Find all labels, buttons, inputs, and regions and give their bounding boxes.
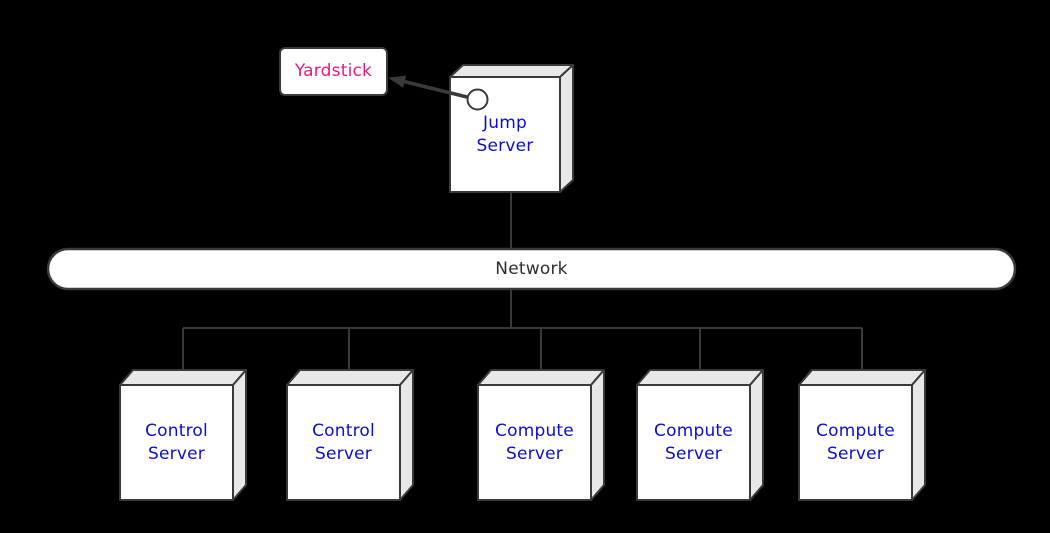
- jump-server-port-circle: [466, 88, 489, 111]
- arrowhead-yardstick: [388, 75, 407, 88]
- compute-server-1-top-face: [477, 369, 605, 386]
- compute-server-3-front-face: [798, 384, 913, 501]
- jump-server-top-face: [449, 64, 574, 78]
- control-server-1-side-face: [232, 369, 247, 501]
- control-server-2-front-face: [286, 384, 401, 501]
- compute-server-2-front-face: [636, 384, 751, 501]
- control-server-1-top-face: [119, 369, 247, 386]
- jump-server-node: [449, 64, 574, 193]
- compute-server-3-side-face: [911, 369, 926, 501]
- control-server-2-node: [286, 369, 414, 501]
- compute-server-3-top-face: [798, 369, 926, 386]
- compute-server-3-node: [798, 369, 926, 501]
- network-node: [46, 247, 1017, 291]
- jump-server-front-face: [449, 76, 561, 193]
- compute-server-1-front-face: [477, 384, 592, 501]
- yardstick-node: [279, 47, 388, 96]
- control-server-1-front-face: [119, 384, 234, 501]
- compute-server-2-node: [636, 369, 764, 501]
- compute-server-2-side-face: [749, 369, 764, 501]
- compute-server-1-node: [477, 369, 605, 501]
- compute-server-1-side-face: [590, 369, 605, 501]
- jump-server-side-face: [559, 64, 574, 193]
- control-server-1-node: [119, 369, 247, 501]
- control-server-2-top-face: [286, 369, 414, 386]
- edge-jump-to-yardstick: [401, 79, 468, 99]
- control-server-2-side-face: [399, 369, 414, 501]
- compute-server-2-top-face: [636, 369, 764, 386]
